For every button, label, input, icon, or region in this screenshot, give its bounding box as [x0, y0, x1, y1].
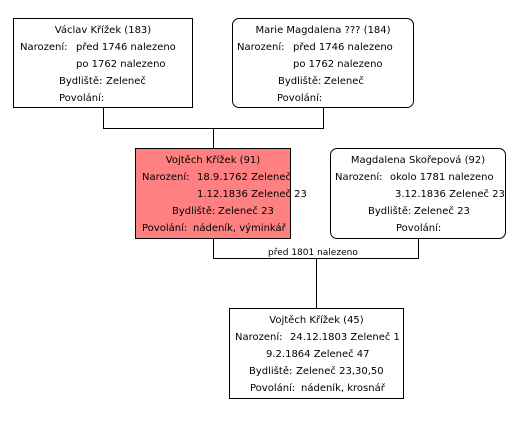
birth-row: Narození: 18.9.1762 Zeleneč	[136, 169, 291, 186]
birth-row: Narození: 24.12.1803 Zeleneč 1	[230, 329, 403, 346]
death-row: po 1762 nalezeno	[233, 56, 413, 73]
occupation-label: Povolání:	[250, 383, 296, 394]
death-value: 3.12.1836 Zeleneč 23	[395, 189, 505, 200]
birth-label: Narození:	[335, 172, 383, 183]
occupation-row: Povolání: nádeník, výminkář	[136, 220, 290, 237]
birth-row: Narození: okolo 1781 nalezeno	[331, 169, 505, 186]
connector-gf-left-down	[103, 107, 104, 129]
residence-row: Bydliště: Zeleneč 23	[331, 203, 505, 220]
connector-to-father	[213, 128, 214, 148]
person-box-marie-magdalena[interactable]: Marie Magdalena ??? (184) Narození: před…	[232, 18, 414, 108]
death-value: po 1762 nalezeno	[76, 59, 166, 70]
residence-label: Bydliště:	[249, 366, 293, 377]
residence-row: Bydliště: Zeleneč	[233, 73, 413, 90]
occupation-value: nádeník, krosnář	[301, 383, 385, 394]
death-row: 9.2.1864 Zeleneč 47	[230, 346, 403, 363]
person-box-vojtech-krizek-91[interactable]: Vojtěch Křížek (91) Narození: 18.9.1762 …	[135, 148, 307, 239]
occupation-row: Povolání:	[233, 90, 413, 107]
occupation-row: Povolání:	[331, 220, 505, 237]
occupation-value: nádeník, výminkář	[193, 223, 286, 234]
residence-row: Bydliště: Zeleneč	[14, 73, 192, 90]
birth-value: před 1746 nalezeno	[293, 42, 393, 53]
residence-row: Bydliště: Zeleneč 23,30,50	[230, 363, 403, 380]
person-name: Vojtěch Křížek (45)	[269, 315, 364, 326]
residence-label: Bydliště:	[368, 206, 412, 217]
marriage-label: před 1801 nalezeno	[268, 248, 358, 258]
person-box-vojtech-krizek-45[interactable]: Vojtěch Křížek (45) Narození: 24.12.1803…	[229, 308, 404, 399]
death-row: 1.12.1836 Zeleneč 23	[136, 186, 307, 203]
person-box-vaclav-krizek[interactable]: Václav Křížek (183) Narození: před 1746 …	[13, 18, 193, 108]
birth-label: Narození:	[20, 42, 68, 53]
birth-label: Narození:	[142, 172, 190, 183]
connector-father-down	[213, 238, 214, 259]
death-row: po 1762 nalezeno	[14, 56, 192, 73]
occupation-label: Povolání:	[142, 223, 188, 234]
death-value: 1.12.1836 Zeleneč 23	[197, 189, 307, 200]
person-name: Václav Křížek (183)	[54, 25, 152, 36]
residence-label: Bydliště:	[59, 76, 103, 87]
birth-value: okolo 1781 nalezeno	[390, 172, 494, 183]
birth-value: před 1746 nalezeno	[76, 42, 176, 53]
person-name: Vojtěch Křížek (91)	[165, 155, 261, 166]
residence-value: Zeleneč	[106, 76, 146, 87]
residence-value: Zeleneč 23,30,50	[296, 366, 384, 377]
person-name: Marie Magdalena ??? (184)	[255, 25, 391, 36]
birth-label: Narození:	[237, 42, 285, 53]
occupation-row: Povolání: nádeník, krosnář	[230, 380, 403, 397]
connector-to-child	[316, 258, 317, 308]
death-value: po 1762 nalezeno	[293, 59, 383, 70]
residence-value: Zeleneč 23	[414, 206, 470, 217]
death-row: 3.12.1836 Zeleneč 23	[331, 186, 505, 203]
residence-row: Bydliště: Zeleneč 23	[136, 203, 290, 220]
birth-value: 24.12.1803 Zeleneč 1	[290, 332, 400, 343]
occupation-label: Povolání:	[277, 93, 323, 104]
person-box-magdalena-skorepova[interactable]: Magdalena Skořepová (92) Narození: okolo…	[330, 148, 506, 239]
death-value: 9.2.1864 Zeleneč 47	[266, 349, 370, 360]
occupation-row: Povolání:	[14, 90, 192, 107]
person-name: Magdalena Skořepová (92)	[350, 155, 486, 166]
birth-value: 18.9.1762 Zeleneč	[197, 172, 291, 183]
connector-gf-right-down	[323, 107, 324, 129]
connector-mother-down	[418, 238, 419, 259]
birth-row: Narození: před 1746 nalezeno	[233, 39, 413, 56]
birth-label: Narození:	[235, 332, 283, 343]
residence-value: Zeleneč	[324, 76, 364, 87]
occupation-label: Povolání:	[396, 223, 442, 234]
birth-row: Narození: před 1746 nalezeno	[14, 39, 192, 56]
residence-label: Bydliště:	[172, 206, 216, 217]
residence-label: Bydliště:	[278, 76, 322, 87]
residence-value: Zeleneč 23	[218, 206, 274, 217]
occupation-label: Povolání:	[59, 93, 105, 104]
